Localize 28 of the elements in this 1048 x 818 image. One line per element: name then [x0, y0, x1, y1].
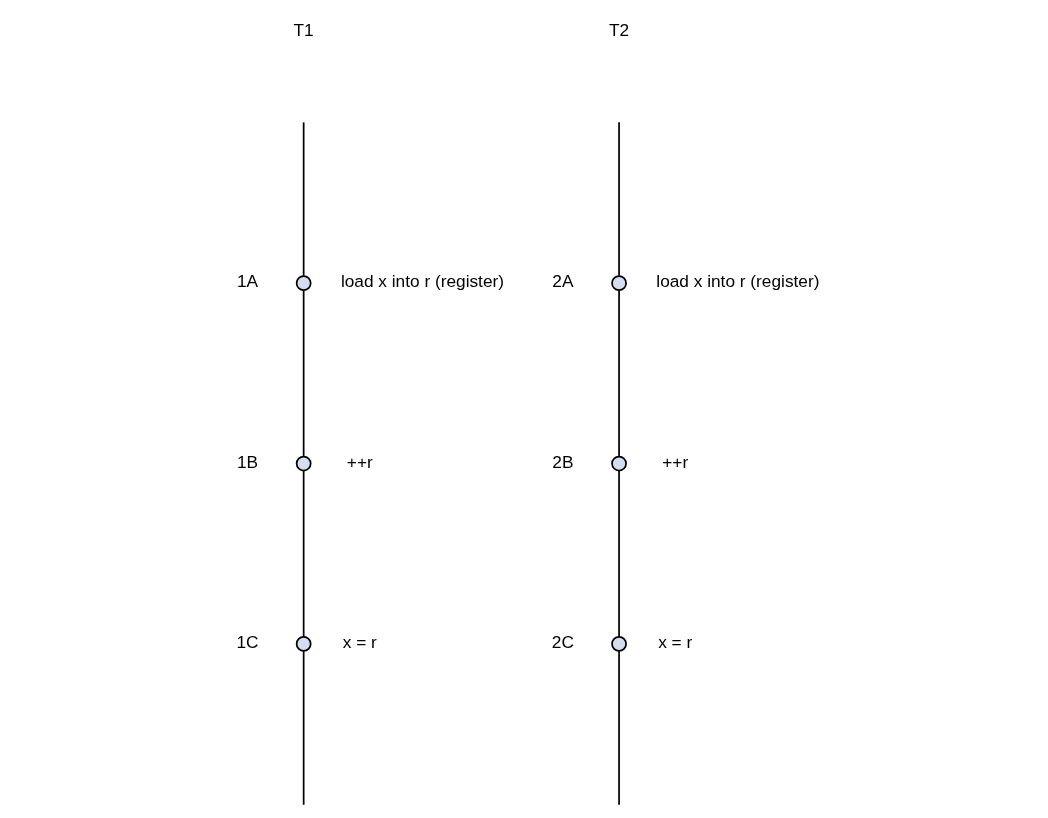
node-circle: [295, 636, 312, 652]
node-label: 2B: [552, 451, 574, 472]
node-label: load x into r (register): [340, 271, 505, 292]
node-label: ++r: [346, 451, 373, 472]
connector: [302, 650, 305, 806]
node-label: 1C: [236, 632, 259, 653]
node-label: 2A: [552, 271, 574, 292]
node-label: 1A: [236, 271, 259, 292]
connector: [618, 470, 620, 638]
node-label: 1B: [236, 451, 259, 472]
connector: [302, 289, 305, 458]
connector: [618, 650, 620, 806]
connector: [618, 121, 620, 277]
node-label: ++r: [662, 451, 689, 472]
node-circle: [611, 636, 627, 652]
label: T1: [293, 19, 314, 40]
node-label: x = r: [342, 632, 377, 653]
label: T2: [608, 19, 630, 40]
node-circle: [295, 275, 312, 292]
node-circle: [295, 455, 312, 472]
connector: [302, 470, 305, 638]
node-label: load x into r (register): [656, 271, 820, 292]
connector: [618, 289, 620, 458]
node-label: x = r: [658, 632, 693, 653]
node-circle: [611, 275, 627, 292]
node-label: 2C: [551, 632, 574, 653]
connector: [302, 121, 305, 277]
node-circle: [611, 455, 627, 472]
